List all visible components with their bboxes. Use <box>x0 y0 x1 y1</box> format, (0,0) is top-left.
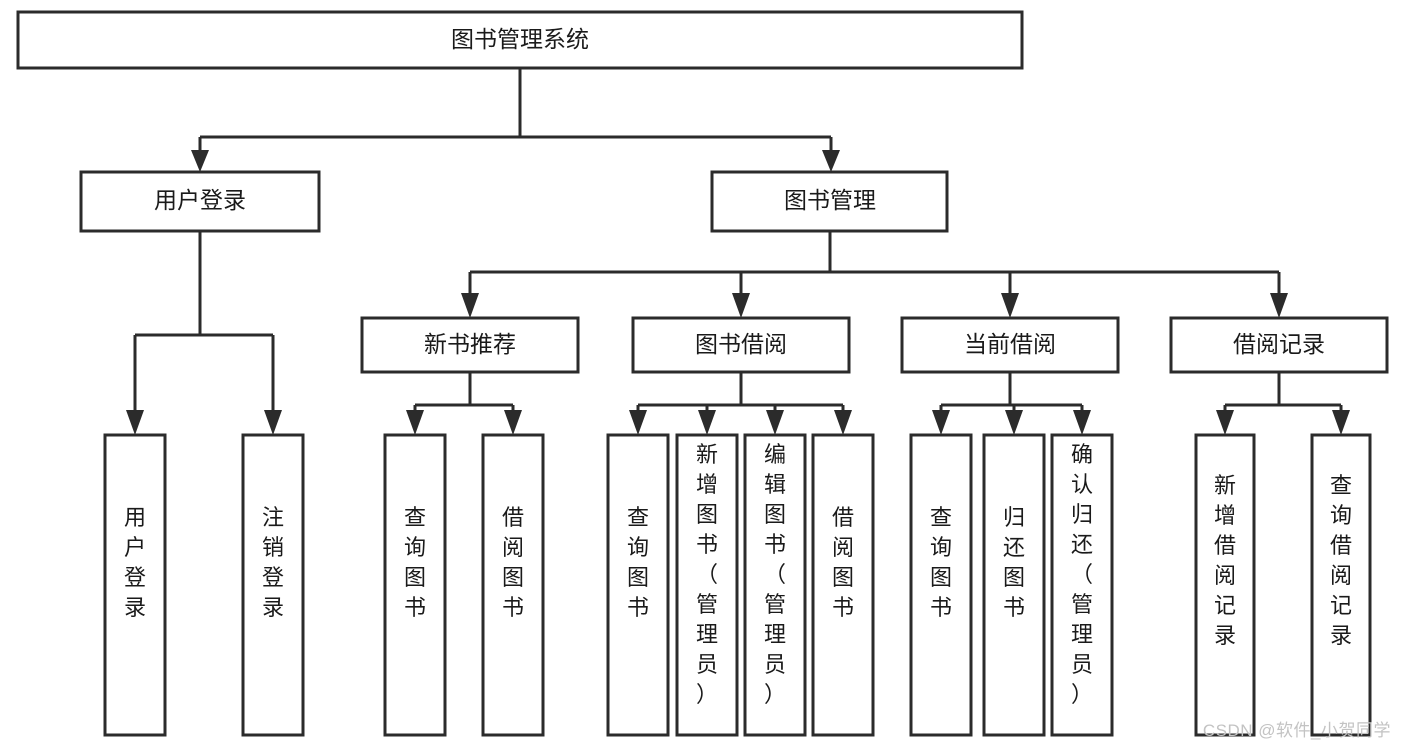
edges-book-manage-to-level3 <box>461 231 1288 318</box>
leaf-query-borrow-record-rect <box>1310 433 1372 737</box>
leaf-borrow-book-2-rect <box>811 433 875 737</box>
arrowhead-newbook-leaf-2 <box>504 410 522 435</box>
leaf-node-query-book-2[interactable]: 查询图书 <box>606 433 670 737</box>
leaf-node-user-login[interactable]: 用户登录 <box>103 433 167 737</box>
leaf-user-login-label: 用户登录 <box>124 505 146 620</box>
node-current-borrow-label: 当前借阅 <box>964 331 1056 357</box>
arrowhead-bookborrow-leaf-3 <box>766 410 784 435</box>
node-book-manage-label: 图书管理 <box>784 187 876 213</box>
arrowhead-newbook-leaf-1 <box>406 410 424 435</box>
node-user-login-rect <box>79 170 321 233</box>
node-book-borrow[interactable]: 图书借阅 <box>631 316 851 374</box>
node-new-book-recommend-rect <box>360 316 580 374</box>
leaf-query-book-2-label: 查询图书 <box>627 505 649 620</box>
node-new-book-recommend[interactable]: 新书推荐 <box>360 316 580 374</box>
node-borrow-record-rect <box>1169 316 1389 374</box>
leaf-logout-rect <box>241 433 305 737</box>
edges-user-login-to-leaves <box>126 231 282 435</box>
leaf-node-query-borrow-record[interactable]: 查询借阅记录 <box>1310 433 1372 737</box>
leaf-node-confirm-return-admin[interactable]: 确认归还（管理员） <box>1050 433 1114 737</box>
node-borrow-record-label: 借阅记录 <box>1233 331 1325 357</box>
arrowhead-to-book-borrow <box>732 293 750 318</box>
node-root-label: 图书管理系统 <box>451 26 589 52</box>
leaf-node-borrow-book-1[interactable]: 借阅图书 <box>481 433 545 737</box>
leaf-user-login-rect <box>103 433 167 737</box>
leaf-query-book-1-rect <box>383 433 447 737</box>
node-root[interactable]: 图书管理系统 <box>16 10 1024 70</box>
leaf-logout-label: 注销登录 <box>262 505 284 620</box>
node-new-book-recommend-label: 新书推荐 <box>424 331 516 357</box>
edges-current-borrow-to-leaves <box>932 372 1091 435</box>
arrowhead-currentborrow-leaf-2 <box>1005 410 1023 435</box>
arrowhead-bookborrow-leaf-4 <box>834 410 852 435</box>
arrowhead-borrowrecord-leaf-1 <box>1216 410 1234 435</box>
leaf-edit-book-admin-label: 编辑图书（管理员） <box>764 442 786 707</box>
node-borrow-record[interactable]: 借阅记录 <box>1169 316 1389 374</box>
node-root-rect <box>16 10 1024 70</box>
leaf-query-book-2-rect <box>606 433 670 737</box>
leaf-confirm-return-admin-label: 确认归还（管理员） <box>1071 442 1093 707</box>
arrowhead-to-book-manage <box>822 150 840 172</box>
csdn-watermark: CSDN @软件_小贺同学 <box>1202 721 1391 740</box>
edges-borrow-record-to-leaves <box>1216 372 1350 435</box>
node-user-login[interactable]: 用户登录 <box>79 170 321 233</box>
edges-book-borrow-to-leaves <box>629 372 852 435</box>
node-book-borrow-rect <box>631 316 851 374</box>
leaf-node-add-borrow-record[interactable]: 新增借阅记录 <box>1194 433 1256 737</box>
leaf-return-book-label: 归还图书 <box>1003 505 1025 620</box>
leaf-query-book-3-label: 查询图书 <box>930 505 952 620</box>
leaf-return-book-rect <box>982 433 1046 737</box>
leaf-query-book-1-label: 查询图书 <box>404 505 426 620</box>
arrowhead-to-user-login <box>191 150 209 172</box>
leaf-node-borrow-book-2[interactable]: 借阅图书 <box>811 433 875 737</box>
arrowhead-to-current-borrow <box>1001 293 1019 318</box>
leaf-edit-book-admin-rect <box>743 433 807 737</box>
leaf-borrow-book-2-label: 借阅图书 <box>832 505 854 620</box>
arrowhead-to-borrow-record <box>1270 293 1288 318</box>
node-book-manage[interactable]: 图书管理 <box>710 170 949 233</box>
leaf-node-query-book-3[interactable]: 查询图书 <box>909 433 973 737</box>
leaf-query-borrow-record-label: 查询借阅记录 <box>1330 473 1352 648</box>
node-current-borrow[interactable]: 当前借阅 <box>900 316 1120 374</box>
arrowhead-leaf-logout <box>264 410 282 435</box>
leaf-node-logout[interactable]: 注销登录 <box>241 433 305 737</box>
node-book-borrow-label: 图书借阅 <box>695 331 787 357</box>
leaf-query-book-3-rect <box>909 433 973 737</box>
arrowhead-leaf-user-login <box>126 410 144 435</box>
leaf-node-query-book-1[interactable]: 查询图书 <box>383 433 447 737</box>
edges-root-to-level2 <box>191 68 840 172</box>
leaf-add-book-admin-rect <box>675 433 739 737</box>
arrowhead-bookborrow-leaf-1 <box>629 410 647 435</box>
leaf-add-borrow-record-label: 新增借阅记录 <box>1214 473 1236 648</box>
leaf-borrow-book-1-label: 借阅图书 <box>502 505 524 620</box>
leaf-borrow-book-1-rect <box>481 433 545 737</box>
arrowhead-borrowrecord-leaf-2 <box>1332 410 1350 435</box>
node-book-manage-rect <box>710 170 949 233</box>
leaf-add-borrow-record-rect <box>1194 433 1256 737</box>
leaf-node-add-book-admin[interactable]: 新增图书（管理员） <box>675 433 739 737</box>
arrowhead-currentborrow-leaf-3 <box>1073 410 1091 435</box>
arrowhead-to-new-book-rec <box>461 293 479 318</box>
node-current-borrow-rect <box>900 316 1120 374</box>
leaf-confirm-return-admin-rect <box>1050 433 1114 737</box>
node-user-login-label: 用户登录 <box>154 187 246 213</box>
arrowhead-currentborrow-leaf-1 <box>932 410 950 435</box>
leaf-add-book-admin-label: 新增图书（管理员） <box>696 442 718 707</box>
leaf-node-edit-book-admin[interactable]: 编辑图书（管理员） <box>743 433 807 737</box>
leaf-node-return-book[interactable]: 归还图书 <box>982 433 1046 737</box>
edges-new-book-rec-to-leaves <box>406 372 522 435</box>
arrowhead-bookborrow-leaf-2 <box>698 410 716 435</box>
